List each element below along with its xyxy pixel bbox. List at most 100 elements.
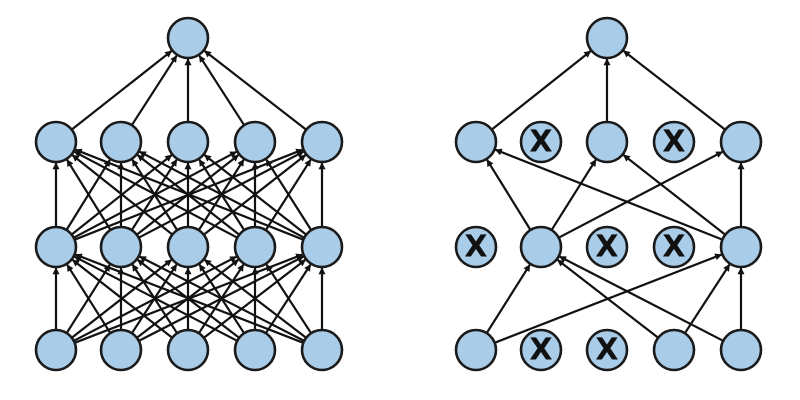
standard-net-connections — [52, 50, 326, 344]
connection-arrow — [491, 50, 592, 131]
connection-arrow — [203, 154, 307, 236]
connection-arrow — [139, 255, 305, 342]
neuron — [233, 328, 277, 372]
neuron-circle — [233, 120, 277, 164]
neuron-circle — [454, 225, 498, 269]
dropout-x-mark: X — [529, 333, 552, 368]
neuron-circle — [34, 120, 78, 164]
neuron-circle — [519, 328, 563, 372]
dropout-x-mark: X — [662, 230, 685, 265]
neuron-circle — [519, 120, 563, 164]
dropout-neural-net: X X X X X X X — [454, 16, 763, 372]
connection-arrow — [71, 154, 173, 236]
connection-arrow — [683, 264, 731, 334]
connection-arrow — [559, 255, 724, 342]
connection-arrow — [556, 259, 659, 339]
dropout-x-mark: X — [595, 333, 618, 368]
neuron — [166, 225, 210, 269]
neuron-circle — [99, 120, 143, 164]
connection-arrow — [66, 264, 112, 334]
neuron — [166, 328, 210, 372]
neuron-circle — [233, 225, 277, 269]
neuron-circle — [300, 120, 344, 164]
neuron — [34, 120, 78, 164]
connection-arrow — [486, 159, 532, 231]
neuron-circle — [233, 328, 277, 372]
connection-arrow — [265, 264, 313, 334]
neuron — [585, 120, 629, 164]
neuron — [233, 225, 277, 269]
neuron — [454, 328, 498, 372]
neuron — [519, 225, 563, 269]
neuron-circle — [585, 328, 629, 372]
neuron-circle — [300, 225, 344, 269]
connection-arrow — [265, 159, 313, 231]
neuron-circle — [34, 328, 78, 372]
neuron-circle — [300, 328, 344, 372]
dropout-x-mark: X — [529, 125, 552, 160]
connection-arrow — [203, 258, 307, 339]
neuron-circle — [166, 16, 210, 60]
neuron — [233, 120, 277, 164]
neuron-circle — [652, 120, 696, 164]
neuron-circle — [166, 225, 210, 269]
neuron — [300, 120, 344, 164]
neuron — [719, 120, 763, 164]
connection-arrow — [558, 150, 724, 239]
connection-arrow — [622, 154, 726, 236]
neuron-circle — [652, 225, 696, 269]
neuron — [719, 225, 763, 269]
neuron — [300, 328, 344, 372]
connection-arrow — [138, 150, 305, 239]
neuron — [99, 120, 143, 164]
dropout-x-mark: X — [595, 230, 618, 265]
neuron — [719, 328, 763, 372]
neuron-circle — [166, 328, 210, 372]
connection-arrow — [71, 50, 173, 131]
dropout-net-connections — [485, 50, 745, 344]
neuron — [99, 328, 143, 372]
neuron-circle — [519, 225, 563, 269]
neuron-circle — [34, 225, 78, 269]
neuron-circle — [652, 328, 696, 372]
dropped-neuron: X — [519, 120, 563, 164]
neuron-circle — [719, 225, 763, 269]
neuron — [454, 120, 498, 164]
connection-arrow — [66, 159, 112, 231]
connection-arrow — [494, 148, 723, 241]
connection-arrow — [74, 148, 304, 241]
connection-arrow — [73, 150, 238, 239]
neuron — [34, 225, 78, 269]
connection-arrow — [71, 259, 173, 339]
dropout-x-mark: X — [464, 230, 487, 265]
connection-arrow — [198, 55, 246, 126]
connection-arrow — [485, 264, 531, 334]
neuron-circle — [719, 120, 763, 164]
dropped-neuron: X — [454, 225, 498, 269]
dropped-neuron: X — [585, 225, 629, 269]
dropped-neuron: X — [652, 225, 696, 269]
neuron-circle — [585, 120, 629, 164]
dropped-neuron: X — [519, 328, 563, 372]
neuron — [99, 225, 143, 269]
neuron — [300, 225, 344, 269]
neuron-circle — [719, 328, 763, 372]
neuron — [652, 328, 696, 372]
neuron-circle — [585, 16, 629, 60]
neuron-circle — [99, 328, 143, 372]
neuron — [34, 328, 78, 372]
connection-arrow — [130, 55, 178, 126]
standard-net-neurons — [34, 16, 344, 372]
dropped-neuron: X — [652, 120, 696, 164]
neuron — [166, 16, 210, 60]
neuron-circle — [585, 225, 629, 269]
connection-arrow — [550, 159, 597, 231]
neuron-circle — [166, 120, 210, 164]
connection-arrow — [73, 255, 238, 342]
dropout-net-neurons: X X X X X X X — [454, 16, 763, 372]
neuron — [585, 16, 629, 60]
neuron-circle — [454, 328, 498, 372]
connection-arrow — [622, 50, 726, 131]
neuron-circle — [99, 225, 143, 269]
